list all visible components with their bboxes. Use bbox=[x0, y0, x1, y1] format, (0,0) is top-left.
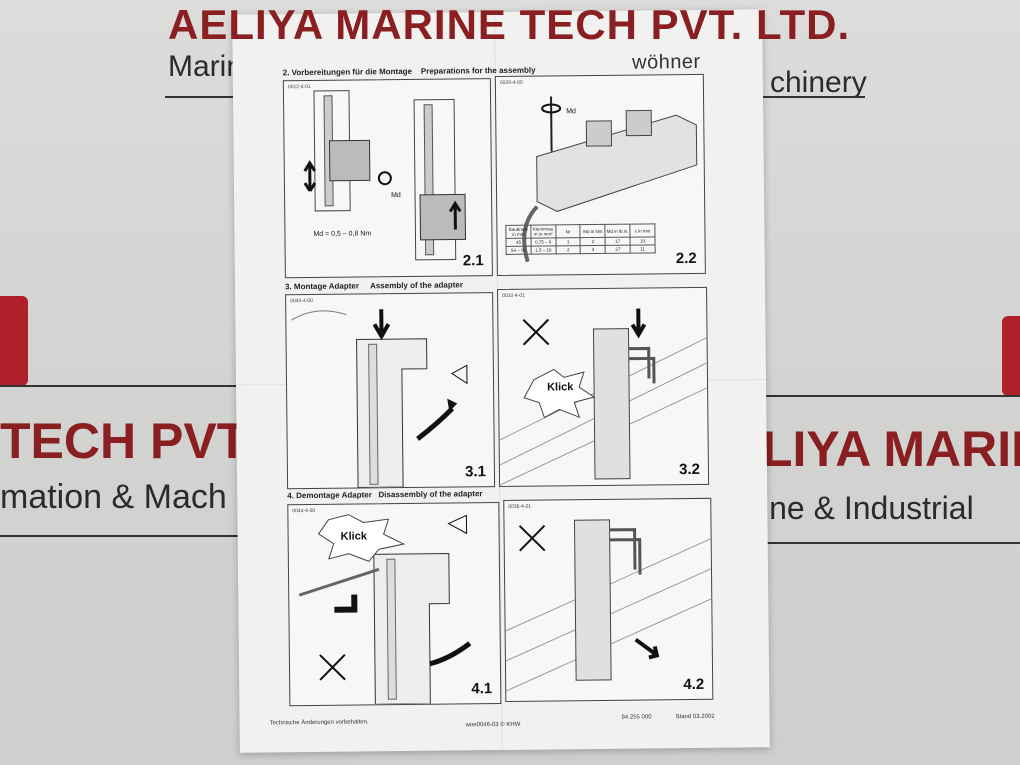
wall-logo-left bbox=[0, 296, 28, 386]
instruction-sheet: wöhner 2. Vorbereitungen für die Montage… bbox=[232, 9, 770, 753]
figure-number: 4.2 bbox=[683, 675, 705, 694]
panel-3-1: 0043-4-00 3.1 bbox=[285, 292, 496, 490]
table-header: Md in lb.in. bbox=[605, 224, 631, 238]
table-header: Baubreite in mm bbox=[505, 225, 531, 239]
table-cell: 2 bbox=[580, 237, 606, 246]
footer-date: Stand 03.2002 bbox=[675, 713, 715, 721]
wall-rule bbox=[0, 535, 240, 537]
table-row: 54 – 81 1,5 – 16 2 3 27 11 bbox=[506, 244, 656, 255]
section-title-en: Disassembly of the adapter bbox=[378, 489, 483, 500]
adapter-assembly-illustration bbox=[291, 309, 468, 489]
section-title: 4. Demontage Adapter Disassembly of the … bbox=[287, 489, 482, 500]
torque-symbol: Md bbox=[391, 192, 401, 200]
rail-mounting-illustration bbox=[303, 90, 467, 261]
table-cell: 45 bbox=[506, 238, 531, 247]
section-title-en: Assembly of the adapter bbox=[370, 280, 464, 291]
figure-number: 2.2 bbox=[675, 249, 697, 268]
panel-2-2: 0029-4-00 Md Baubreite in mm Klemmraum i… bbox=[494, 73, 706, 277]
footer-disclaimer: Technische Änderungen vorbehalten. bbox=[269, 719, 369, 727]
klick-label: Klick bbox=[547, 381, 574, 394]
figure-number: 3.2 bbox=[678, 460, 701, 479]
table-header: Klemmraum in mm² bbox=[530, 224, 556, 239]
adapter-disassembly-illustration bbox=[298, 514, 472, 705]
table-cell: 2 bbox=[555, 245, 581, 254]
figure-number: 4.1 bbox=[471, 680, 493, 698]
table-cell: 11 bbox=[630, 244, 656, 254]
adapter-removal-illustration bbox=[505, 519, 712, 692]
figure-number: 2.1 bbox=[462, 252, 484, 270]
wall-banner-subtitle-right: chinery bbox=[770, 66, 867, 99]
wall-banner-mid-right: LIYA MARIN bbox=[762, 421, 1020, 477]
table-cell: 10 bbox=[630, 236, 656, 246]
wall-rule bbox=[0, 385, 240, 387]
wall-banner-subtitle-left: Marin bbox=[168, 50, 244, 83]
figure-number: 3.1 bbox=[465, 463, 487, 481]
table-header: Md in Nm bbox=[580, 224, 606, 238]
wall-banner-mid-left-sub: mation & Mach bbox=[0, 478, 227, 516]
adapter-on-rail-illustration bbox=[499, 308, 708, 486]
panel-4-2: 0036-4-01 4.2 bbox=[503, 497, 714, 702]
wall-logo-right bbox=[1002, 316, 1020, 396]
section-title-de: 3. Montage Adapter bbox=[284, 281, 359, 292]
footer-part-number: 94 255 000 bbox=[621, 714, 652, 721]
wall-rule bbox=[750, 542, 1020, 544]
torque-symbol: Md bbox=[566, 108, 576, 116]
klick-label: Klick bbox=[340, 530, 367, 543]
table-cell: 54 – 81 bbox=[506, 246, 532, 255]
panel-2-1: 0012-4-01 Md Md = 0,5 – 0,8 Nm 2.1 bbox=[282, 78, 493, 279]
section-title: 3. Montage Adapter Assembly of the adapt… bbox=[285, 280, 463, 291]
section-title-de: 4. Demontage Adapter bbox=[287, 490, 372, 501]
table-cell: 27 bbox=[605, 245, 631, 254]
terminal-block-illustration bbox=[522, 96, 698, 263]
panel-3-2: 0032-4-01 Klick 3.2 bbox=[497, 286, 710, 488]
wall-banner-title: AELIYA MARINE TECH PVT. LTD. bbox=[168, 1, 851, 48]
wall-rule bbox=[750, 395, 1020, 397]
wall-banner-mid-left: TECH PVT. bbox=[0, 413, 256, 469]
section-title-en: Preparations for the assembly bbox=[420, 65, 536, 76]
table-cell: 3 bbox=[580, 245, 606, 254]
table-header: Nr bbox=[555, 224, 581, 238]
section-title-de: 2. Vorbereitungen für die Montage bbox=[282, 66, 413, 78]
brand-logo: wöhner bbox=[631, 50, 701, 74]
table-header: x in mm bbox=[630, 223, 655, 238]
panel-4-1: 0044-4-00 Klick 4.1 bbox=[287, 502, 502, 707]
footer-doc-code: woe0046-03 © KHW bbox=[465, 721, 521, 729]
table-cell: 17 bbox=[605, 237, 631, 246]
table-cell: 1 bbox=[555, 237, 581, 246]
table-cell: 1,5 – 16 bbox=[530, 245, 556, 255]
torque-spec: Md = 0,5 – 0,8 Nm bbox=[313, 230, 372, 238]
table-cell: 0,75 – 6 bbox=[530, 237, 556, 247]
spec-table: Baubreite in mm Klemmraum in mm² Nr Md i… bbox=[505, 223, 656, 255]
wall-banner-mid-right-sub: ine & Industrial bbox=[762, 490, 974, 526]
